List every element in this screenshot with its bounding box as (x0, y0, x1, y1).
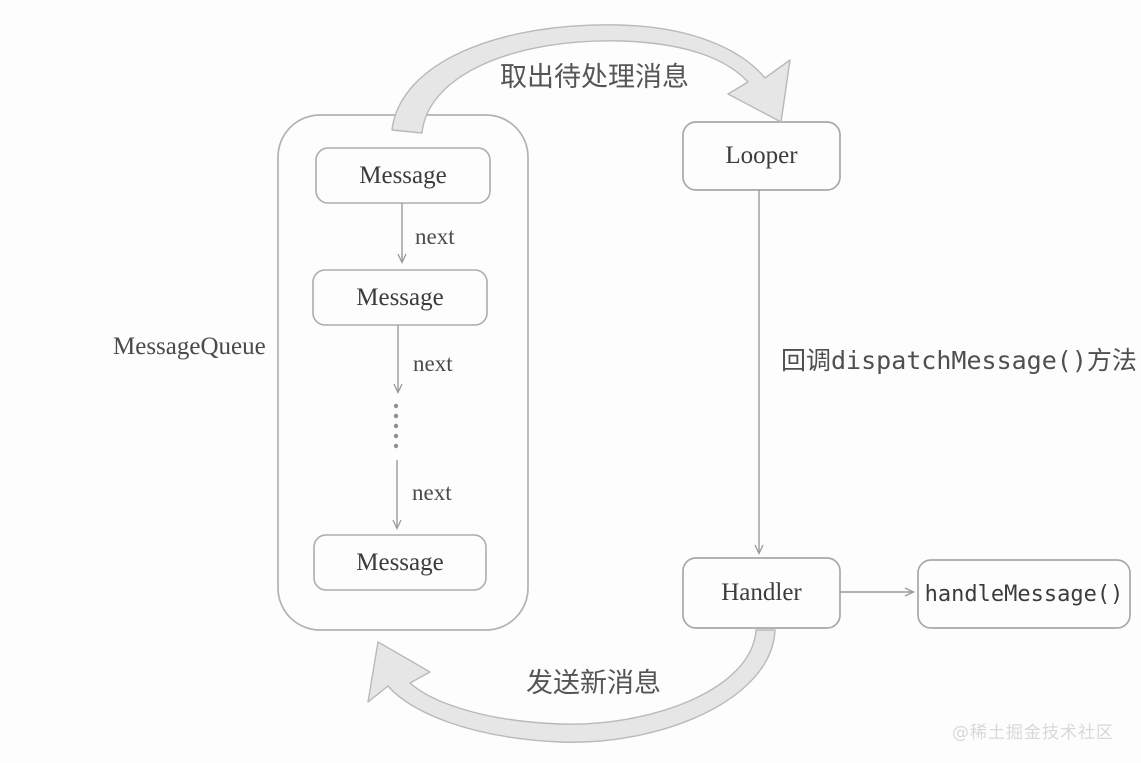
ellipsis-dots (393, 403, 399, 449)
handler-node[interactable] (683, 558, 840, 628)
fetch-pending-message-label: 取出待处理消息 (500, 62, 689, 93)
message-node-2[interactable] (313, 270, 487, 325)
next-label-1: next (415, 224, 455, 249)
handle-message-box (917, 559, 1131, 629)
message-node-3[interactable] (314, 535, 486, 590)
next-label-2: next (413, 351, 453, 376)
fetch-message-band-arrow (391, 24, 791, 134)
message-box-2 (312, 269, 488, 326)
message-box-1 (315, 147, 491, 204)
watermark: @稀土掘金技术社区 (952, 723, 1114, 743)
looper-node[interactable] (683, 122, 840, 190)
send-message-band-arrow (367, 629, 776, 743)
handler-box (682, 557, 841, 629)
handle-message-node[interactable] (918, 560, 1130, 628)
message-queue-label: MessageQueue (113, 333, 266, 360)
next-label-3: next (412, 480, 452, 505)
message-node-1[interactable] (316, 148, 490, 203)
callback-dispatch-message-label: 回调dispatchMessage()方法 (781, 346, 1137, 375)
send-new-message-label: 发送新消息 (526, 668, 661, 699)
looper-box (682, 121, 841, 191)
message-box-3 (313, 534, 487, 591)
